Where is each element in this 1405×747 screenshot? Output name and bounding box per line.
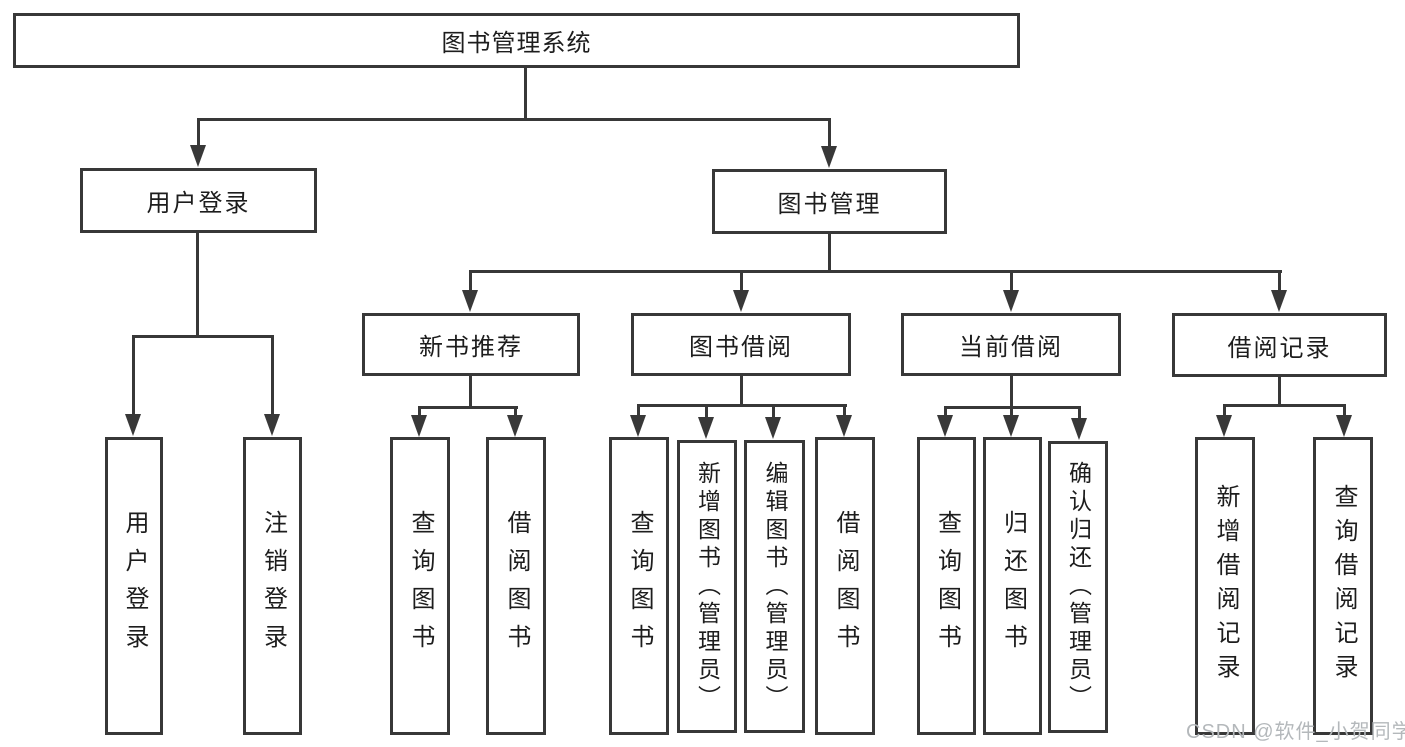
leaf-label: 注销登录 [259, 510, 287, 662]
connector-arrow-line [944, 406, 947, 416]
connector-arrow-line [1010, 270, 1013, 292]
node-current-borrowing: 当前借阅 [901, 313, 1121, 376]
connector-l3-bracket [469, 270, 1282, 273]
connector-newbook-bracket [418, 406, 518, 409]
arrow-down-icon [698, 417, 714, 439]
arrow-down-icon [821, 146, 837, 168]
arrow-down-icon [264, 414, 280, 436]
leaf-label: 归还图书 [999, 510, 1027, 662]
connector-newbook-stem [469, 376, 472, 408]
node-label: 用户登录 [146, 190, 251, 217]
arrow-down-icon [125, 414, 141, 436]
leaf-borrow-books-2: 借阅图书 [815, 437, 875, 735]
leaf-borrow-books-1: 借阅图书 [486, 437, 546, 735]
leaf-query-books-1: 查询图书 [390, 437, 450, 735]
connector-current-stem [1010, 376, 1013, 408]
connector-records-stem [1278, 377, 1281, 407]
arrow-down-icon [411, 415, 427, 437]
connector-arrow-line [740, 270, 743, 292]
leaf-label: 新增图书（管理员） [694, 460, 721, 713]
leaf-label: 查询图书 [407, 510, 434, 662]
leaf-logout: 注销登录 [243, 437, 302, 735]
node-root-library-system: 图书管理系统 [13, 13, 1020, 68]
node-label: 借阅记录 [1227, 334, 1332, 362]
leaf-add-borrow-record: 新增借阅记录 [1195, 437, 1255, 735]
node-label: 图书管理系统 [441, 30, 592, 57]
leaf-label: 借阅图书 [503, 510, 530, 662]
connector-arrow-line [772, 404, 775, 418]
arrow-down-icon [836, 415, 852, 437]
connector-arrow-line [1343, 404, 1346, 416]
connector-arrow-user-login-line [197, 118, 200, 146]
leaf-label: 用户登录 [121, 510, 148, 662]
leaf-query-books-2: 查询图书 [609, 437, 669, 735]
connector-arrow-line [637, 404, 640, 416]
node-user-login: 用户登录 [80, 168, 317, 233]
arrow-down-icon [1216, 415, 1232, 437]
connector-user-login-stem [196, 233, 199, 338]
connector-arrow-line [514, 406, 517, 416]
csdn-watermark: CSDN @软件_小贺同学 [1186, 721, 1405, 743]
connector-arrow-line [469, 270, 472, 292]
arrow-down-icon [733, 290, 749, 312]
node-label: 图书借阅 [689, 334, 793, 361]
connector-l1-bracket [197, 118, 831, 121]
arrow-down-icon [1003, 415, 1019, 437]
node-new-book-recommend: 新书推荐 [362, 313, 580, 376]
arrow-down-icon [462, 290, 478, 312]
leaf-label: 新增借阅记录 [1212, 484, 1239, 688]
node-label: 图书管理 [777, 191, 882, 218]
arrow-down-icon [190, 145, 206, 167]
arrow-down-icon [1336, 415, 1352, 437]
connector-borrow-stem [740, 376, 743, 406]
connector-book-mgmt-stem [828, 234, 831, 272]
connector-arrow-book-mgmt-line [828, 118, 831, 146]
leaf-user-login: 用户登录 [105, 437, 163, 735]
leaf-label: 查询图书 [626, 510, 653, 662]
connector-user-login-bracket [132, 335, 273, 338]
connector-borrow-bracket [637, 404, 847, 407]
connector-arrow-line [418, 406, 421, 416]
connector-arrow-line [1223, 404, 1226, 416]
node-borrowing-records: 借阅记录 [1172, 313, 1387, 377]
node-label: 当前借阅 [959, 334, 1063, 361]
connector-arrow-line [1278, 270, 1281, 292]
connector-records-bracket [1223, 404, 1346, 407]
node-book-borrowing: 图书借阅 [631, 313, 851, 376]
leaf-label: 编辑图书（管理员） [762, 460, 788, 713]
leaf-confirm-return-admin: 确认归还（管理员） [1048, 441, 1108, 733]
leaf-return-books: 归还图书 [983, 437, 1042, 735]
leaf-query-borrow-record: 查询借阅记录 [1313, 437, 1373, 735]
leaf-label: 查询图书 [933, 510, 961, 662]
connector-root-stub [524, 68, 527, 120]
arrow-down-icon [1003, 290, 1019, 312]
arrow-down-icon [937, 415, 953, 437]
leaf-add-books-admin: 新增图书（管理员） [677, 440, 737, 733]
node-label: 新书推荐 [419, 334, 523, 361]
connector-arrow-line [271, 335, 274, 415]
arrow-down-icon [1071, 418, 1087, 440]
connector-arrow-line [1010, 406, 1013, 416]
leaf-label: 借阅图书 [832, 510, 859, 662]
arrow-down-icon [1271, 290, 1287, 312]
connector-arrow-line [705, 404, 708, 418]
node-book-management: 图书管理 [712, 169, 947, 234]
arrow-down-icon [630, 415, 646, 437]
connector-arrow-line [843, 404, 846, 416]
leaf-label: 确认归还（管理员） [1065, 461, 1092, 713]
connector-arrow-line [132, 335, 135, 415]
leaf-edit-books-admin: 编辑图书（管理员） [744, 440, 805, 733]
leaf-label: 查询借阅记录 [1330, 484, 1357, 688]
arrow-down-icon [507, 415, 523, 437]
connector-arrow-line [1078, 406, 1081, 419]
arrow-down-icon [765, 417, 781, 439]
leaf-query-books-3: 查询图书 [917, 437, 976, 735]
